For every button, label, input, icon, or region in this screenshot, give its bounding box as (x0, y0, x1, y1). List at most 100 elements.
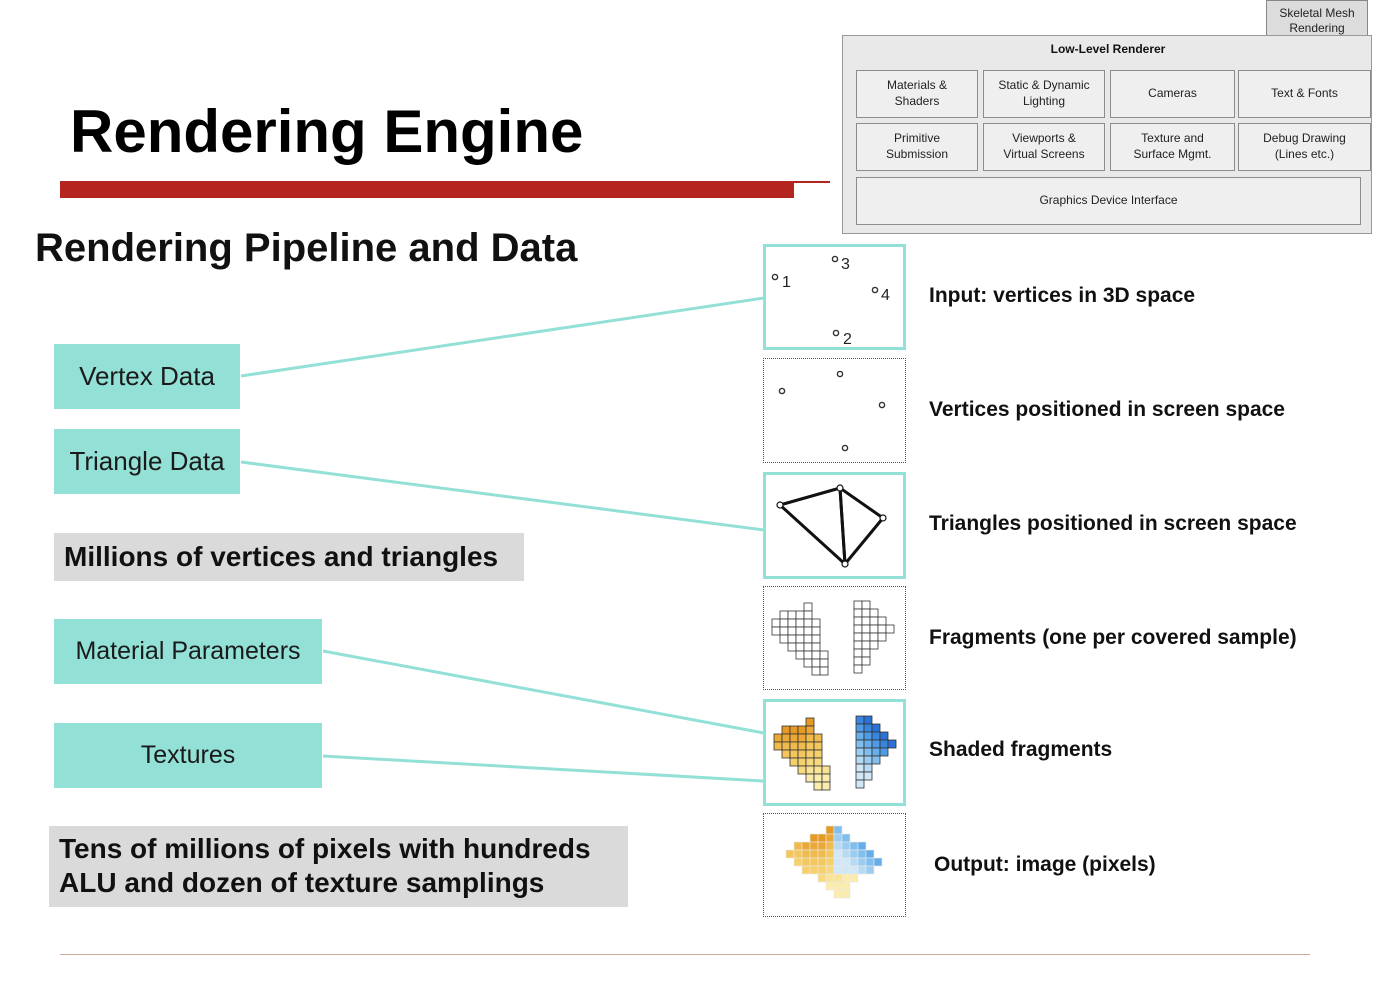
stage-label-fragments: Fragments (one per covered sample) (929, 626, 1297, 649)
fragment-cell-right (863, 723, 873, 733)
vertex-label-4: 4 (881, 287, 890, 304)
fragment-cell-right (863, 731, 873, 741)
llr-cell-cameras: Cameras (1110, 70, 1235, 118)
fragment-cell-left (795, 610, 805, 620)
fragment-cell-left (797, 733, 807, 743)
output-pixel (825, 825, 835, 835)
fragment-cell-right (863, 755, 873, 765)
fragment-cell-left (781, 725, 791, 735)
fragment-cell-left (803, 602, 813, 612)
connector-material-parameters (322, 649, 765, 735)
vertex-point-2 (832, 329, 840, 337)
fragment-cell-left (821, 765, 831, 775)
output-pixel (825, 849, 835, 859)
slide-title: Rendering Engine (70, 98, 584, 165)
fragment-cell-left (787, 634, 797, 644)
fragment-cell-left (819, 650, 829, 660)
material-parameters-box: Material Parameters (54, 619, 322, 684)
fragment-cell-right (863, 715, 873, 725)
vertex-label-3: 3 (841, 256, 850, 273)
fragment-cell-left (795, 634, 805, 644)
title-underline-thin (794, 181, 830, 183)
fragment-cell-left (811, 650, 821, 660)
output-pixel (817, 873, 827, 883)
fragment-cell-right (853, 632, 863, 642)
pixels-note-line-1: Tens of millions of pixels with hundreds (59, 833, 591, 864)
fragment-cell-right (855, 739, 865, 749)
fragment-cell-right (871, 747, 881, 757)
output-pixel (857, 841, 867, 851)
fragment-cell-left (805, 717, 815, 727)
fragment-cell-left (771, 626, 781, 636)
stage-label-shaded-fragments: Shaded fragments (929, 738, 1113, 761)
fragment-cell-right (869, 624, 879, 634)
output-pixel (833, 849, 843, 859)
low-level-renderer-title: Low-Level Renderer (1050, 42, 1166, 56)
stage-image-fragments (763, 586, 906, 690)
fragment-cell-right (877, 624, 887, 634)
fragment-cell-left (813, 757, 823, 767)
fragment-cell-left (803, 650, 813, 660)
fragment-cell-left (773, 733, 783, 743)
fragment-cell-right (869, 616, 879, 626)
llr-cell-text-fonts: Text & Fonts (1238, 70, 1371, 118)
stage-image-shaded-fragments (763, 699, 906, 806)
fragment-cell-left (821, 773, 831, 783)
output-pixel (865, 857, 875, 867)
output-pixel (833, 865, 843, 875)
output-pixel (833, 841, 843, 851)
fragment-cell-right (853, 616, 863, 626)
fragment-cell-left (795, 626, 805, 636)
output-pixel (841, 865, 851, 875)
fragment-cell-right (877, 632, 887, 642)
stage-label-screen-vertices: Vertices positioned in screen space (929, 398, 1285, 421)
output-pixel (817, 857, 827, 867)
fragment-cell-left (805, 765, 815, 775)
fragment-cell-left (803, 626, 813, 636)
output-pixel (841, 857, 851, 867)
fragment-cell-left (779, 618, 789, 628)
vertex-data-box: Vertex Data (54, 344, 240, 409)
fragment-cell-left (805, 733, 815, 743)
fragment-cell-left (773, 741, 783, 751)
output-pixel (825, 833, 835, 843)
output-pixel (833, 825, 843, 835)
stage-label-output: Output: image (pixels) (934, 853, 1156, 876)
fragment-cell-right (879, 731, 889, 741)
output-pixel (785, 849, 795, 859)
fragment-cell-left (811, 658, 821, 668)
output-pixel (793, 857, 803, 867)
fragment-cell-left (803, 658, 813, 668)
fragment-cell-left (771, 618, 781, 628)
fragment-cell-right (863, 763, 873, 773)
output-pixel (833, 881, 843, 891)
fragment-cell-left (797, 749, 807, 759)
fragment-cell-left (811, 666, 821, 676)
output-pixel (841, 833, 851, 843)
fragment-cell-left (781, 749, 791, 759)
fragment-cell-right (853, 608, 863, 618)
fragment-cell-left (805, 725, 815, 735)
fragment-cell-left (813, 733, 823, 743)
fragment-cell-right (855, 771, 865, 781)
output-pixel (865, 849, 875, 859)
screen-vertex-point (778, 387, 786, 395)
output-pixel (809, 849, 819, 859)
stage-label-input-vertices: Input: vertices in 3D space (929, 284, 1196, 307)
fragment-cell-right (861, 600, 871, 610)
fragment-cell-left (789, 733, 799, 743)
output-pixel (801, 841, 811, 851)
screen-vertex-point (836, 370, 844, 378)
fragment-cell-left (813, 765, 823, 775)
output-pixel (857, 849, 867, 859)
fragment-cell-right (871, 739, 881, 749)
fragment-cell-right (861, 624, 871, 634)
output-pixel (857, 857, 867, 867)
fragment-cell-right (853, 648, 863, 658)
fragment-cell-left (787, 618, 797, 628)
fragment-cell-left (787, 626, 797, 636)
llr-cell-debug-drawing: Debug Drawing (Lines etc.) (1238, 123, 1371, 171)
fragment-cell-right (861, 648, 871, 658)
output-pixel (817, 865, 827, 875)
fragment-cell-right (861, 656, 871, 666)
